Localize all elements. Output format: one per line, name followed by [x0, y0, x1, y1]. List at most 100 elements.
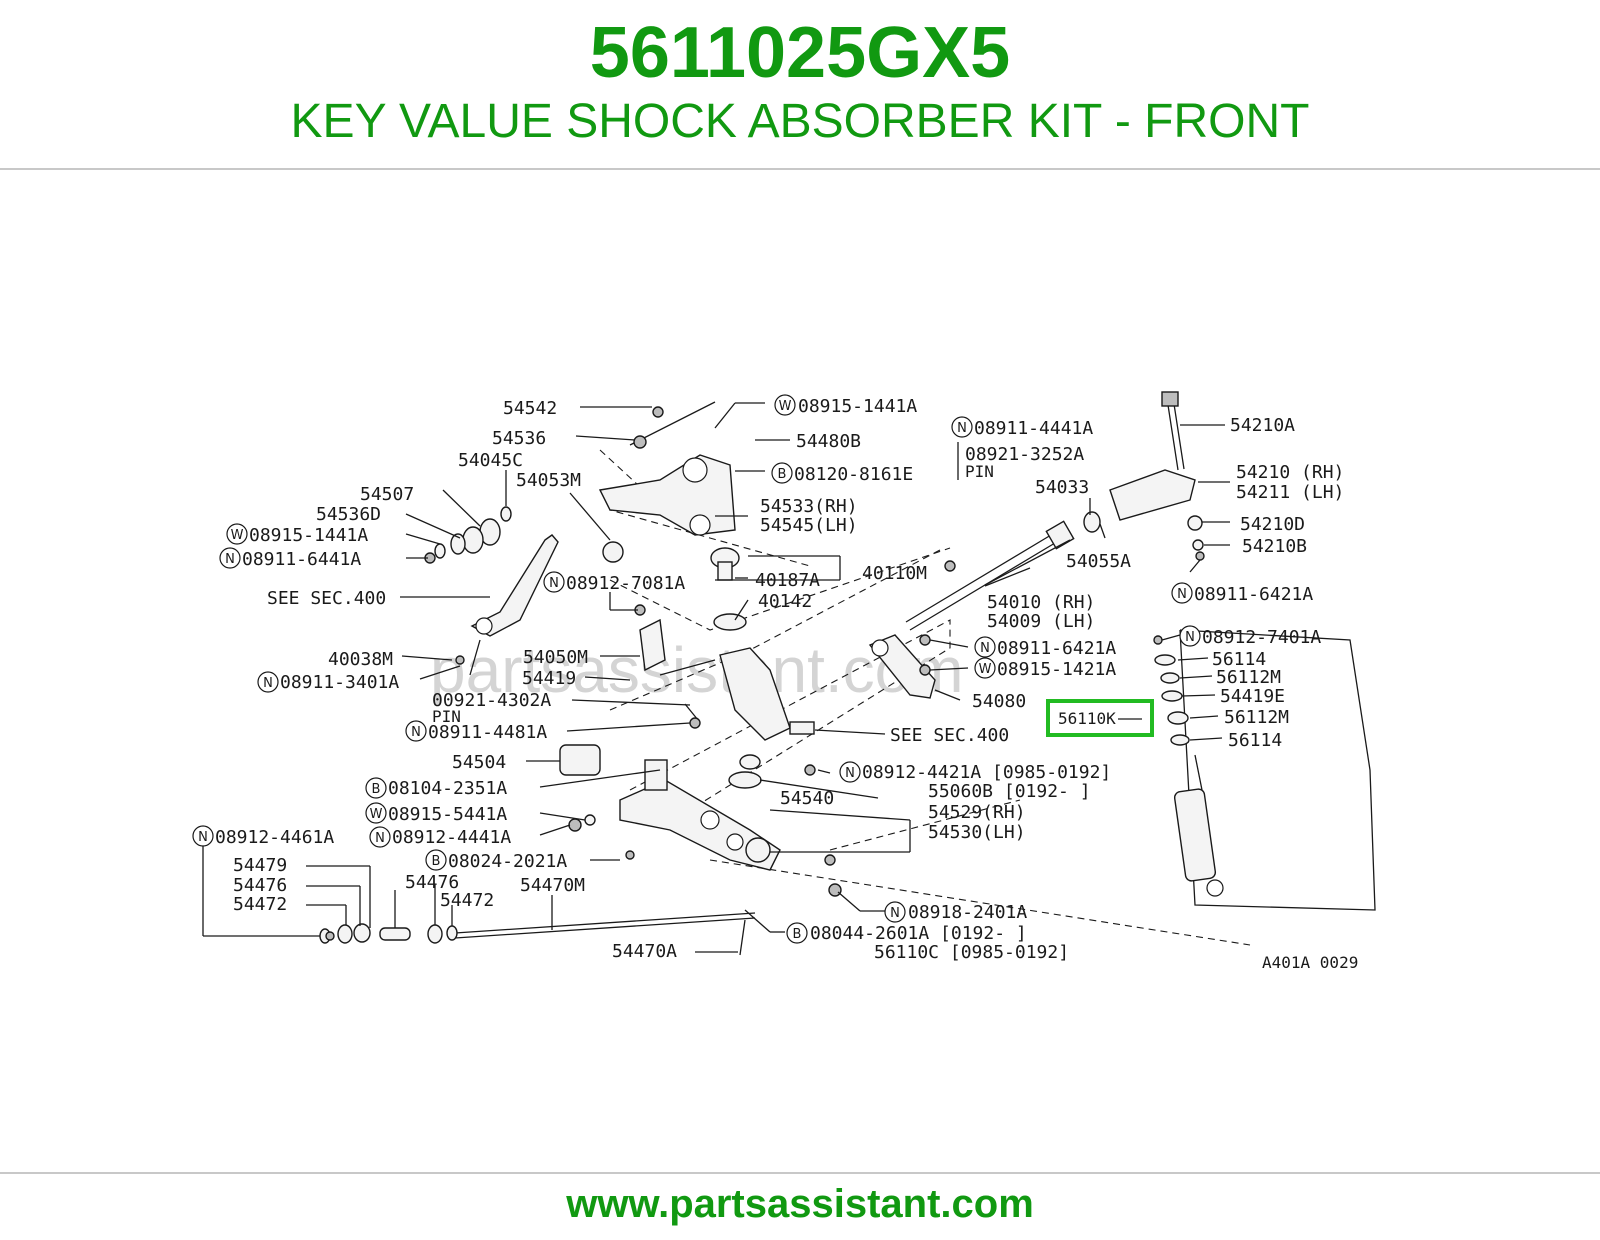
label-08912-4421a: 08912-4421A [0985-0192]	[862, 762, 1111, 783]
svg-text:N: N	[198, 830, 208, 845]
footer-website-link[interactable]: www.partsassistant.com	[566, 1182, 1034, 1226]
label-54476-left: 54476	[233, 875, 287, 896]
svg-text:W: W	[779, 399, 792, 414]
leader-lines	[202, 402, 1230, 953]
label-08911-4481a: 08911-4481A	[428, 722, 547, 743]
label-08915-1441a-top: 08915-1441A	[798, 396, 917, 417]
hardware-nuts-bolts	[325, 560, 956, 941]
svg-text:W: W	[979, 662, 992, 677]
label-54476-mid: 54476	[405, 872, 459, 893]
lower-control-arm	[559, 744, 781, 871]
label-see-sec-400-right: SEE SEC.400	[890, 725, 1009, 746]
svg-text:N: N	[980, 641, 990, 656]
label-08915-1441a-left: 08915-1441A	[249, 525, 368, 546]
torsion-bar	[905, 520, 1075, 631]
header-divider	[0, 168, 1600, 170]
svg-text:N: N	[957, 421, 967, 436]
callout-markers: W B W N N N N N W N N N B W N N B N N B	[192, 394, 1201, 944]
label-08921-3252a: 08921-3252A	[965, 444, 1084, 465]
label-08915-5441a: 08915-5441A	[388, 804, 507, 825]
label-54472-left: 54472	[233, 894, 287, 915]
svg-text:N: N	[549, 576, 559, 591]
label-54530lh: 54530(LH)	[928, 822, 1026, 843]
pitman-arm	[469, 534, 559, 676]
label-54210b: 54210B	[1242, 536, 1307, 557]
label-08912-4441a: 08912-4441A	[392, 827, 511, 848]
label-54470a: 54470A	[612, 941, 677, 962]
label-55060b: 55060B [0192- ]	[928, 781, 1091, 802]
label-54210a: 54210A	[1230, 415, 1295, 436]
svg-text:N: N	[845, 766, 855, 781]
label-08912-7401a: 08912-7401A	[1202, 627, 1321, 648]
label-08918-2401a: 08918-2401A	[908, 902, 1027, 923]
label-54050m: 54050M	[523, 647, 588, 668]
label-08911-3401a: 08911-3401A	[280, 672, 399, 693]
parts-diagram: partsassistant.com	[190, 330, 1400, 1000]
label-08120-8161e: 08120-8161E	[794, 464, 913, 485]
svg-text:B: B	[372, 782, 381, 797]
label-54470m: 54470M	[520, 875, 585, 896]
label-54472-mid: 54472	[440, 890, 494, 911]
part-number-title: 5611025GX5	[589, 13, 1011, 93]
label-54504: 54504	[452, 752, 506, 773]
svg-text:B: B	[793, 927, 802, 942]
svg-text:N: N	[375, 831, 385, 846]
label-08911-6441a: 08911-6441A	[242, 549, 361, 570]
steering-knuckle	[639, 547, 815, 789]
svg-text:N: N	[411, 725, 421, 740]
svg-text:W: W	[370, 807, 383, 822]
label-54536d: 54536D	[316, 504, 381, 525]
label-08911-4441a: 08911-4441A	[974, 418, 1093, 439]
label-08044-2601a: 08044-2601A [0192- ]	[810, 923, 1027, 944]
label-54055a: 54055A	[1066, 551, 1131, 572]
label-54211lh: 54211 (LH)	[1236, 482, 1344, 503]
svg-text:W: W	[231, 528, 244, 543]
label-08911-6421a-right: 08911-6421A	[1194, 584, 1313, 605]
label-54536: 54536	[492, 428, 546, 449]
label-08912-7081a: 08912-7081A	[566, 573, 685, 594]
highlighted-part-callout[interactable]: 56110K	[1046, 699, 1154, 737]
torsion-anchor-arm	[868, 634, 936, 699]
label-54419: 54419	[522, 668, 576, 689]
label-56110c: 56110C [0985-0192]	[874, 942, 1069, 963]
label-pin-bottom: PIN	[432, 707, 461, 726]
label-see-sec-400-left: SEE SEC.400	[267, 588, 386, 609]
label-54033: 54033	[1035, 477, 1089, 498]
label-54529rh: 54529(RH)	[928, 802, 1026, 823]
label-54053m: 54053M	[516, 470, 581, 491]
svg-text:N: N	[1185, 630, 1195, 645]
label-56110k: 56110K	[1058, 709, 1116, 728]
label-56114-top: 56114	[1212, 649, 1266, 670]
anchor-bolt-assembly	[1083, 391, 1205, 561]
drag-link	[319, 912, 756, 956]
svg-text:N: N	[1177, 587, 1187, 602]
label-56112m-bottom: 56112M	[1224, 707, 1289, 728]
label-54045c: 54045C	[458, 450, 523, 471]
label-54009lh: 54009 (LH)	[987, 611, 1095, 632]
label-08911-6421a-mid: 08911-6421A	[997, 638, 1116, 659]
svg-text:N: N	[225, 552, 235, 567]
label-54540: 54540	[780, 788, 834, 809]
label-56112m-top: 56112M	[1216, 667, 1281, 688]
label-40038m: 40038M	[328, 649, 393, 670]
shock-absorber-kit	[1153, 629, 1376, 911]
label-08104-2351a: 08104-2351A	[388, 778, 507, 799]
page-header: 5611025GX5 KEY VALUE SHOCK ABSORBER KIT …	[0, 0, 1600, 170]
assembly-outlines	[599, 449, 1251, 946]
label-54419e: 54419E	[1220, 686, 1285, 707]
label-54010rh: 54010 (RH)	[987, 592, 1095, 613]
label-56114-bottom: 56114	[1228, 730, 1282, 751]
label-40142: 40142	[758, 591, 812, 612]
diagram-reference-code: A401A 0029	[1262, 953, 1358, 972]
label-54545lh: 54545(LH)	[760, 515, 858, 536]
label-54479: 54479	[233, 855, 287, 876]
label-54210d: 54210D	[1240, 514, 1305, 535]
label-54533rh: 54533(RH)	[760, 496, 858, 517]
footer-divider	[0, 1172, 1600, 1174]
exploded-view-svg: partsassistant.com	[192, 391, 1376, 972]
part-labels: 54542 54536 54045C 54507 54536D 08915-14…	[215, 396, 1358, 972]
svg-text:N: N	[263, 676, 273, 691]
label-54080: 54080	[972, 691, 1026, 712]
label-54480b: 54480B	[796, 431, 861, 452]
svg-text:B: B	[432, 854, 441, 869]
